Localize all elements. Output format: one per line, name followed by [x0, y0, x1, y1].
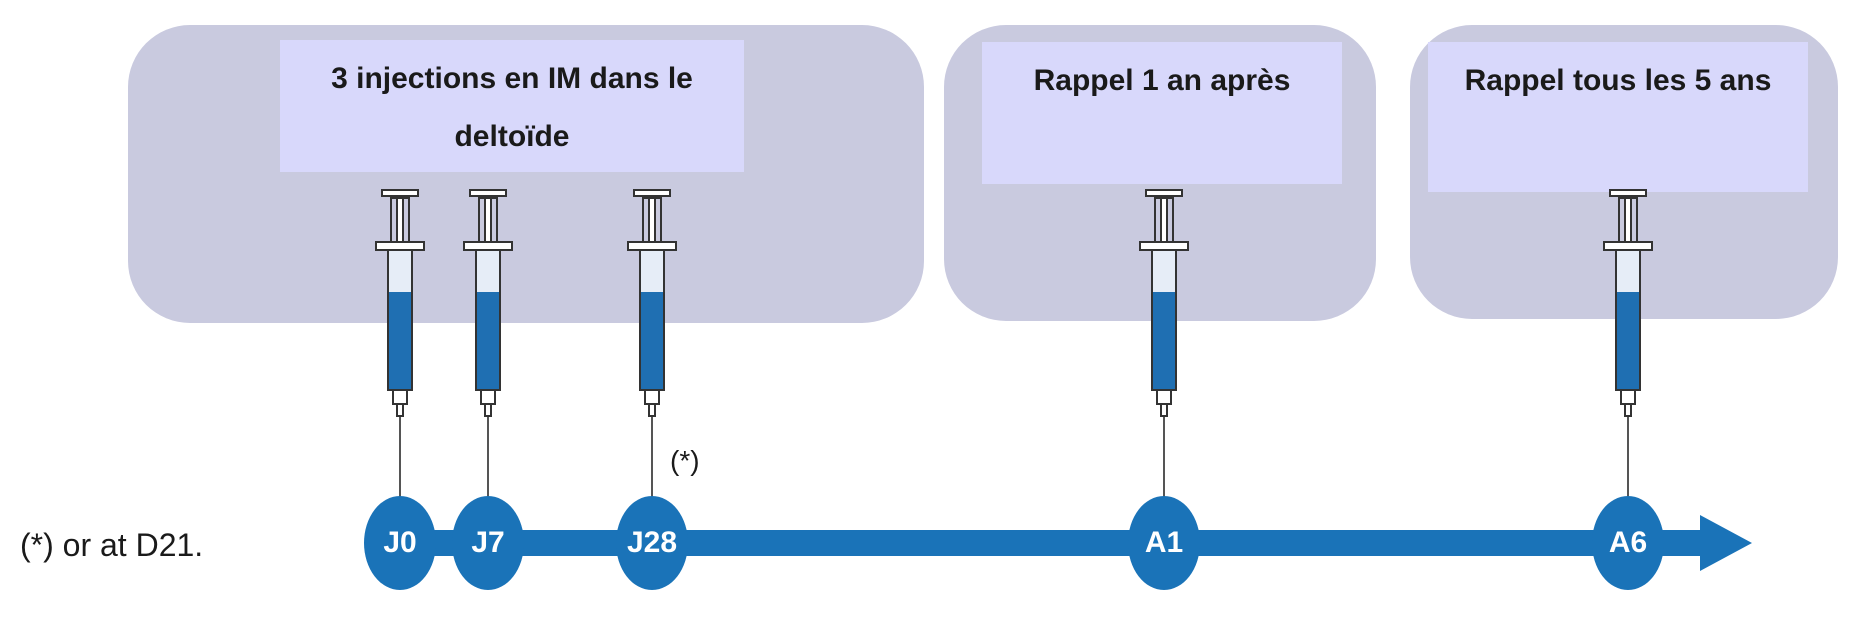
timeline-node-a1 [1128, 496, 1200, 590]
label-booster-5-years: Rappel tous les 5 ans [1428, 42, 1808, 192]
syringe-icon [1139, 189, 1189, 417]
syringe-icon [627, 189, 677, 417]
syringe-icon [463, 189, 513, 417]
timeline-node-j7 [452, 496, 524, 590]
timeline-label-a1: A1 [1144, 526, 1184, 559]
label-primary-injections-text: 3 injections en IM dans le deltoïde [331, 62, 693, 153]
timeline-bar [370, 530, 1710, 556]
timeline-label-j28: J28 [626, 526, 678, 559]
timeline-node-j0 [364, 496, 436, 590]
footnote: (*) or at D21. [20, 527, 204, 563]
label-booster-1-year-text: Rappel 1 an après [1033, 64, 1291, 97]
timeline-label-j0: J0 [383, 526, 417, 559]
timeline-arrow-head [1700, 515, 1752, 571]
label-booster-5-years-text: Rappel tous les 5 ans [1464, 64, 1772, 97]
syringe-icon [375, 189, 425, 417]
syringe-icon [1603, 189, 1653, 417]
timeline-node-a6 [1592, 496, 1664, 590]
timeline-node-j28 [616, 496, 688, 590]
label-booster-1-year: Rappel 1 an après [982, 42, 1342, 184]
note-marker: (*) [670, 445, 700, 476]
timeline-label-a6: A6 [1608, 526, 1648, 559]
label-primary-injections: 3 injections en IM dans le deltoïde [280, 40, 744, 172]
timeline-label-j7: J7 [471, 526, 505, 559]
